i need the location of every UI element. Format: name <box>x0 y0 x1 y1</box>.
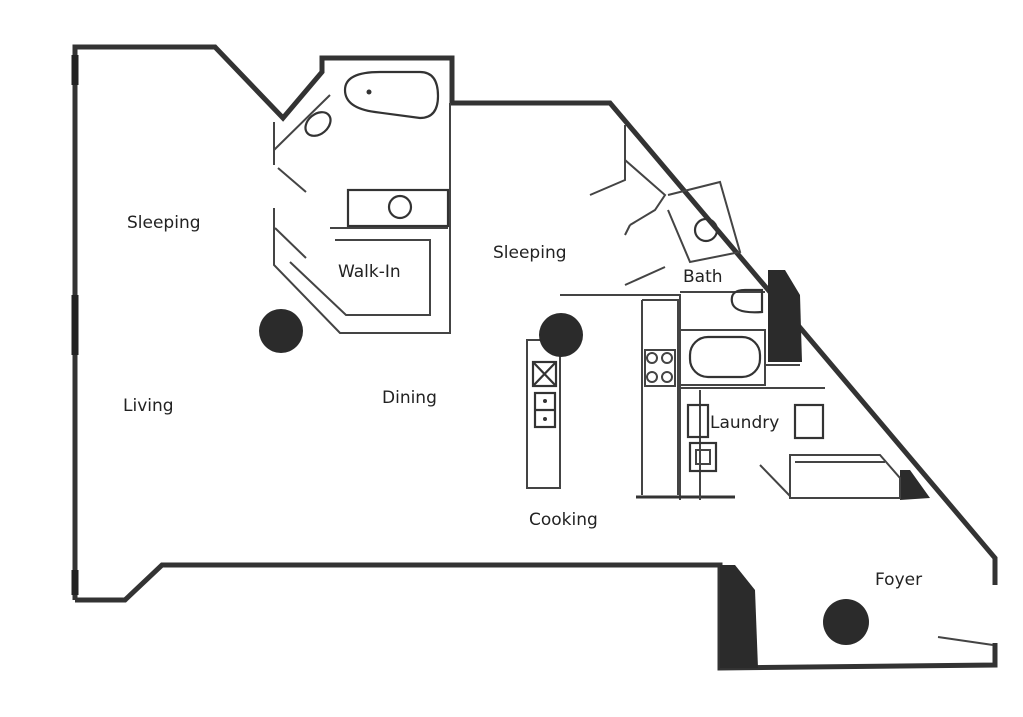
dryer-icon <box>688 441 718 473</box>
toilet-icon <box>304 111 332 137</box>
door-swing <box>624 266 666 286</box>
room-label-cooking: Cooking <box>529 510 598 530</box>
laundry-sink-icon <box>793 403 825 440</box>
door-swing <box>274 227 307 259</box>
washer-icon <box>686 403 710 439</box>
room-label-foyer: Foyer <box>875 570 923 590</box>
structural-wall <box>720 565 758 668</box>
kitchen-sink-icon <box>533 391 557 429</box>
bathtub-icon <box>343 70 440 120</box>
column <box>539 313 583 357</box>
counter <box>641 299 679 495</box>
interior-wall <box>589 125 742 264</box>
interior-wall <box>273 103 451 334</box>
interior-wall <box>680 387 825 500</box>
toilet-icon <box>730 288 764 314</box>
structural-wall <box>900 470 930 500</box>
interior-wall <box>560 291 800 500</box>
column <box>823 599 869 645</box>
shower-drain-icon <box>693 217 719 243</box>
column <box>259 309 303 353</box>
room-label-sleeping: Sleeping <box>127 213 201 233</box>
entry-door-swing <box>937 636 994 646</box>
room-label-dining: Dining <box>382 388 437 408</box>
room-label-laundry: Laundry <box>710 413 780 433</box>
door-swing <box>277 167 307 193</box>
cooktop-icon <box>644 349 676 387</box>
dryer-inner <box>695 449 711 465</box>
sink-icon <box>387 194 413 220</box>
room-label-living: Living <box>123 396 174 416</box>
room-label-bath: Bath <box>683 267 723 287</box>
closet <box>789 454 901 499</box>
interior-wall <box>273 94 331 165</box>
room-label-sleeping-2: Sleeping <box>493 243 567 263</box>
room-label-walk-in: Walk-In <box>338 262 401 282</box>
closet-shelf <box>289 227 448 316</box>
bathtub-icon <box>688 335 762 379</box>
vanity <box>346 188 450 228</box>
exterior-wall <box>72 44 998 600</box>
refrigerator-icon <box>531 360 558 388</box>
door-swing <box>759 464 791 497</box>
drain <box>366 89 372 95</box>
structural-wall <box>768 270 802 362</box>
